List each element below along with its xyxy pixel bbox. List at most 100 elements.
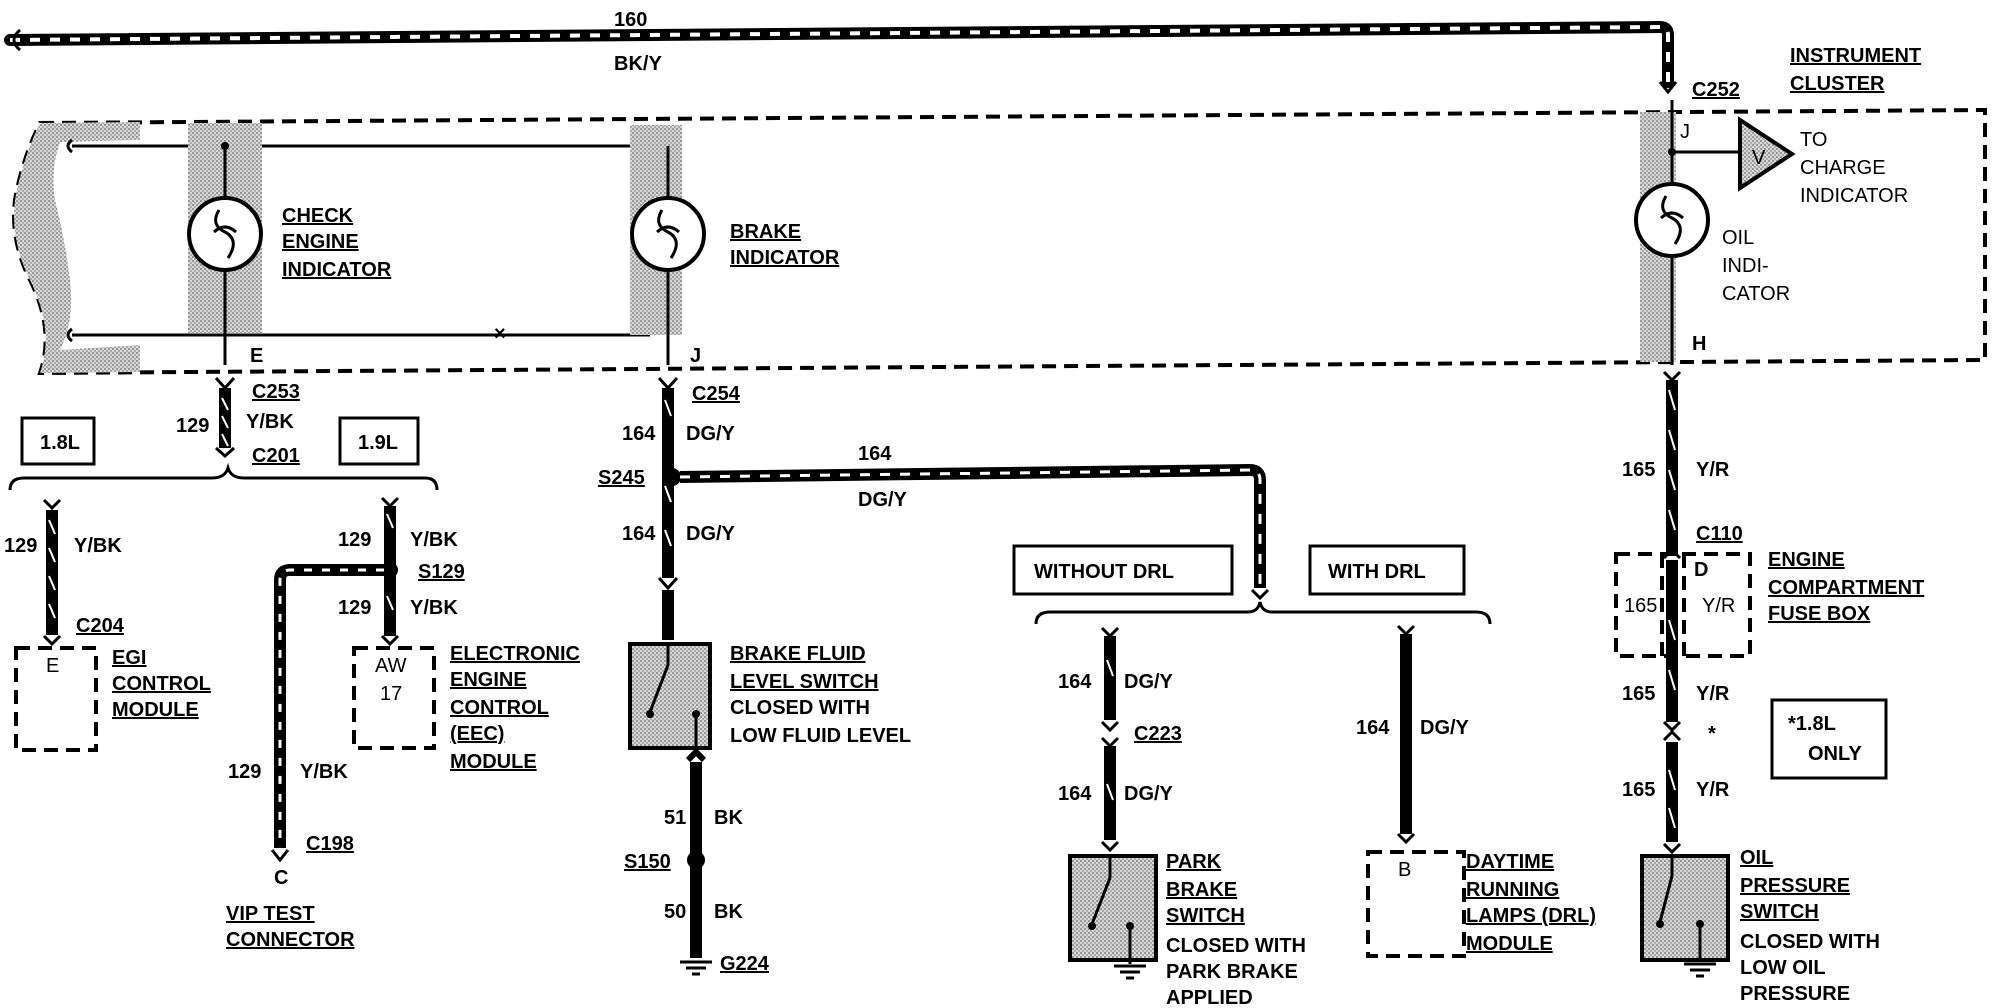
- egi-label-3: MODULE: [112, 699, 199, 721]
- drl-module-label-2: RUNNING: [1466, 879, 1559, 901]
- ground-g224: G224: [720, 953, 770, 975]
- drl-brace: [1034, 601, 1492, 625]
- brake-wire-h-color: DG/Y: [858, 489, 908, 511]
- fuse-box-label-3: FUSE BOX: [1768, 603, 1871, 625]
- splice-s245: S245: [598, 467, 645, 489]
- wire-129-main: [214, 376, 236, 459]
- connector-c198: C198: [306, 833, 354, 855]
- with-drl-label: WITH DRL: [1328, 561, 1426, 583]
- oil-wire-b-number: 165: [1622, 683, 1655, 705]
- splice-s129: S129: [418, 561, 465, 583]
- egi-wire-number: 129: [4, 535, 37, 557]
- park-switch-label-4: CLOSED WITH: [1166, 935, 1306, 957]
- brake-indicator-bulb-icon: [630, 146, 706, 365]
- drl-module-label-1: DAYTIME: [1466, 851, 1554, 873]
- with-drl-box: [1308, 544, 1466, 596]
- vip-pin: C: [274, 867, 288, 889]
- oil-pressure-switch-icon: [1656, 856, 1716, 978]
- ground-icon: [680, 960, 712, 976]
- connector-c254: C254: [692, 383, 741, 405]
- brake-indicator-label-2: INDICATOR: [730, 247, 840, 269]
- wire-164-brake: [657, 376, 681, 640]
- charge-label-2: CHARGE: [1800, 157, 1886, 179]
- note-1-8l-line2: ONLY: [1808, 743, 1862, 765]
- ground-wire-50-color: BK: [714, 901, 743, 923]
- oil-indicator-label-3: CATOR: [1722, 283, 1790, 305]
- wire-bk-ground: [685, 747, 707, 958]
- park-wire-a-number: 164: [1058, 671, 1092, 693]
- eec-wire2-color: Y/BK: [410, 597, 458, 619]
- park-brake-switch-box: [1068, 854, 1158, 962]
- eec-label-1: ELECTRONIC: [450, 643, 580, 665]
- cluster-pin-h: H: [1692, 333, 1706, 355]
- wire-160-number: 160: [614, 9, 647, 31]
- park-switch-label-3: SWITCH: [1166, 905, 1245, 927]
- splice-s150: S150: [624, 851, 671, 873]
- brake-wire-b-color: DG/Y: [686, 523, 736, 545]
- fuse-wire-number: 165: [1624, 595, 1657, 617]
- brake-fluid-switch-box: [628, 642, 712, 750]
- drl-wire-number: 164: [1356, 717, 1390, 739]
- oil-switch-label-4: CLOSED WITH: [1740, 931, 1880, 953]
- charge-indicator-arrow-icon: [1738, 116, 1796, 192]
- vip-wire-color: Y/BK: [300, 761, 348, 783]
- brake-wire-a-number: 164: [622, 423, 656, 445]
- brake-switch-label-4: LOW FLUID LEVEL: [730, 725, 911, 747]
- connector-c204: C204: [76, 615, 125, 637]
- without-drl-box: [1012, 544, 1234, 596]
- egi-module-box: [14, 646, 98, 752]
- eec-wire1-color: Y/BK: [410, 529, 458, 551]
- charge-label-3: INDICATOR: [1800, 185, 1908, 207]
- note-1-8l-line1: *1.8L: [1788, 713, 1836, 735]
- park-switch-label-1: PARK: [1166, 851, 1222, 873]
- eec-pin-1: AW: [375, 655, 407, 677]
- bus-diode-mark: ×: [494, 323, 506, 345]
- drl-module-pin: B: [1398, 859, 1411, 881]
- drl-module-box: [1366, 850, 1466, 958]
- note-1-8l-box: [1770, 698, 1888, 780]
- eec-label-5: MODULE: [450, 751, 537, 773]
- engine-1-8l-box: [20, 416, 96, 466]
- brake-wire-b-number: 164: [622, 523, 656, 545]
- brake-indicator-label-1: BRAKE: [730, 221, 801, 243]
- oil-switch-label-6: PRESSURE: [1740, 983, 1850, 1005]
- engine-1-8l: 1.8L: [40, 432, 80, 454]
- oil-indicator-label-2: INDI-: [1722, 255, 1769, 277]
- vip-wire: [270, 564, 384, 863]
- wire-160: [4, 20, 1678, 95]
- engine-1-9l: 1.9L: [358, 432, 398, 454]
- check-engine-label-3: INDICATOR: [282, 259, 392, 281]
- cluster-label-1: INSTRUMENT: [1790, 45, 1921, 67]
- oil-switch-label-2: PRESSURE: [1740, 875, 1850, 897]
- check-engine-pin: E: [250, 345, 263, 367]
- connector-c252: C252: [1692, 79, 1740, 101]
- fuse-box-label-2: COMPARTMENT: [1768, 577, 1924, 599]
- park-switch-label-6: APPLIED: [1166, 987, 1253, 1008]
- eec-label-4: (EEC): [450, 723, 504, 745]
- park-wire-a-color: DG/Y: [1124, 671, 1174, 693]
- egi-wire-color: Y/BK: [74, 535, 122, 557]
- brake-wire-a-color: DG/Y: [686, 423, 736, 445]
- fuse-wire-color: Y/R: [1702, 595, 1735, 617]
- ground-wire-50-number: 50: [664, 901, 686, 923]
- wire-165-oil: [1662, 370, 1682, 855]
- oil-wire-b-color: Y/R: [1696, 683, 1730, 705]
- drl-wire-color: DG/Y: [1420, 717, 1470, 739]
- instrument-cluster-outline: [12, 107, 1987, 376]
- park-switch-label-2: BRAKE: [1166, 879, 1237, 901]
- check-engine-label-1: CHECK: [282, 205, 354, 227]
- connector-c223: C223: [1134, 723, 1182, 745]
- oil-indicator-bulb-icon: [1634, 100, 1740, 365]
- left-brace: [8, 462, 439, 491]
- wire-164-horizontal: [679, 463, 1270, 601]
- brake-switch-label-2: LEVEL SWITCH: [730, 671, 879, 693]
- oil-wire-c-color: Y/R: [1696, 779, 1730, 801]
- brake-switch-label-1: BRAKE FLUID: [730, 643, 866, 665]
- connector-c201: C201: [252, 445, 300, 467]
- brake-wire-h-number: 164: [858, 443, 892, 465]
- cluster-shade-left: [14, 122, 140, 373]
- park-wire-b-color: DG/Y: [1124, 783, 1174, 805]
- oil-switch-label-3: SWITCH: [1740, 901, 1819, 923]
- wire-160-color: BK/Y: [614, 53, 662, 75]
- eec-wire: [380, 496, 400, 647]
